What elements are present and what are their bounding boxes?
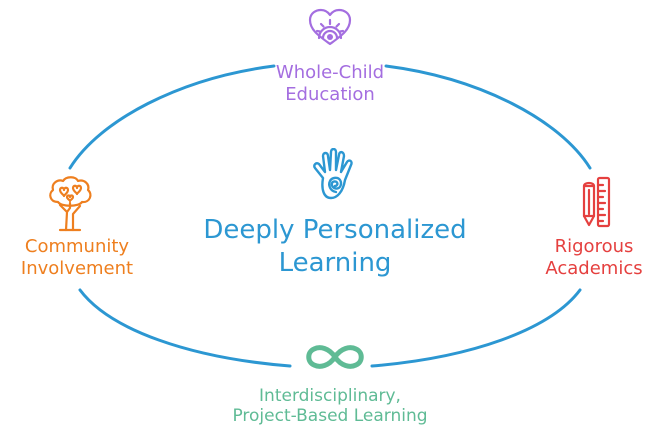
node-bottom-line2: Project-Based Learning — [232, 406, 428, 427]
center-title: Deeply Personalized Learning — [175, 214, 495, 279]
heart-sun-icon — [308, 8, 352, 46]
arc-bottom-left — [78, 288, 292, 368]
center-line1: Deeply Personalized — [203, 215, 467, 245]
infinity-icon — [306, 345, 364, 369]
pencil-ruler-icon — [582, 176, 611, 228]
center-line2: Learning — [278, 247, 392, 278]
node-whole-child-education: Whole-Child Education — [230, 62, 430, 105]
arc-top-right — [384, 64, 592, 170]
node-right-line2: Academics — [545, 257, 643, 279]
node-top-line2: Education — [285, 83, 375, 105]
node-right-line1: Rigorous — [554, 236, 634, 257]
node-left-line1: Community — [24, 236, 130, 257]
arc-bottom-right — [370, 288, 582, 368]
hand-spiral-icon — [313, 148, 353, 200]
node-interdisciplinary-learning: Interdisciplinary, Project-Based Learnin… — [185, 386, 475, 427]
node-bottom-line1: Interdisciplinary, — [259, 386, 401, 406]
node-top-line1: Whole-Child — [275, 62, 385, 83]
node-community-involvement: Community Involvement — [2, 236, 152, 279]
tree-icon — [49, 176, 92, 232]
node-rigorous-academics: Rigorous Academics — [528, 236, 660, 279]
node-left-line2: Involvement — [20, 257, 134, 279]
arc-top-left — [68, 64, 276, 170]
